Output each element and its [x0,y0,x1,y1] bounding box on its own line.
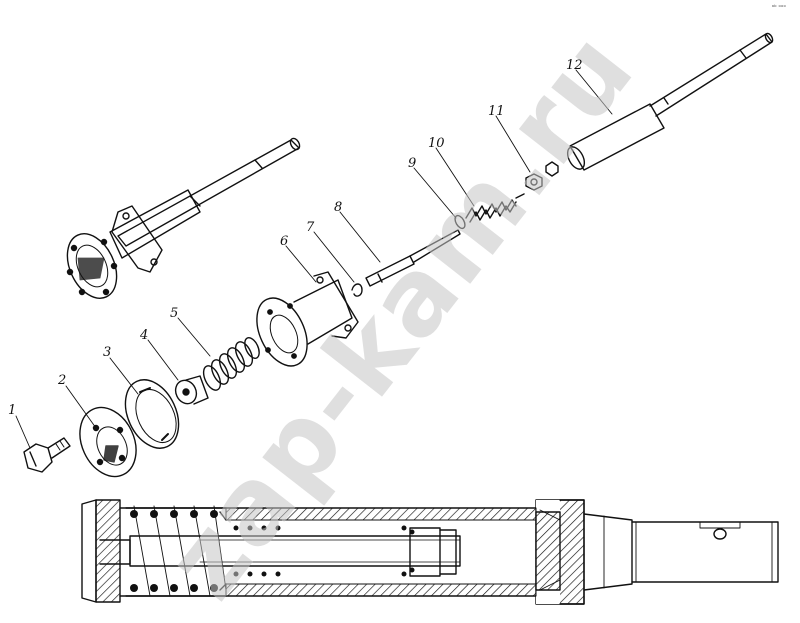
part-label-4: 4 [140,328,149,343]
part-5-spring [202,337,260,391]
part-label-2: 2 [58,373,67,388]
part-9-washer [454,214,466,230]
part-3-cover [124,379,180,449]
part-label-9: 9 [408,156,417,171]
part-11-nut [525,161,559,191]
part-label-3: 3 [103,345,112,360]
part-2-flange [79,406,137,478]
part-7-ring [351,283,363,297]
part-label-5: 5 [170,306,179,321]
sectional-view [81,499,779,605]
part-10-spring [465,193,525,223]
assembled-shaft [66,137,301,299]
leader-lines [15,69,613,449]
part-8-rod [365,229,461,287]
part-label-8: 8 [334,200,343,215]
part-12-tube [566,32,774,171]
part-label-12: 12 [566,58,583,73]
part-1-bolt [23,437,71,473]
part-label-7: 7 [306,220,315,235]
part-label-11: 11 [488,104,505,119]
part-6-housing [256,271,359,367]
part-label-1: 1 [8,403,17,418]
part-label-10: 10 [428,136,445,151]
part-label-6: 6 [280,234,289,249]
part-4-plug [174,375,209,405]
corner-mark: ᵃᵇ ᵒᵒᵒ [771,4,786,11]
